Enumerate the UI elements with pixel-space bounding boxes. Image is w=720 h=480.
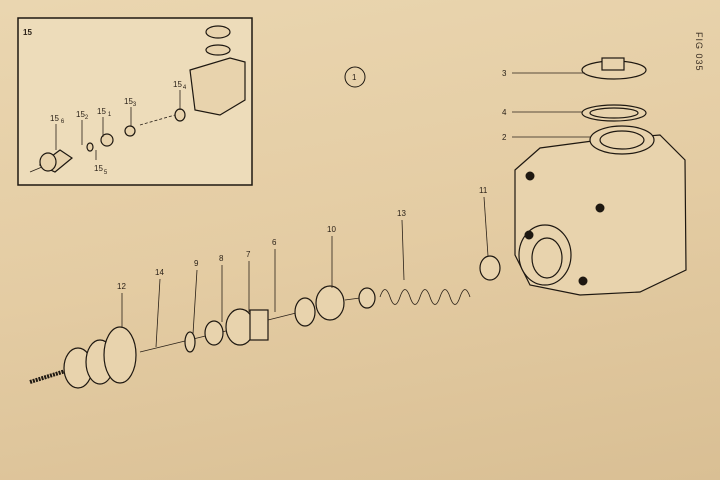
master-cylinder-body bbox=[514, 125, 687, 296]
callout-label: 2 bbox=[502, 133, 507, 142]
filler-cap bbox=[581, 57, 647, 80]
inset-label: 153 bbox=[124, 97, 137, 108]
callout-label: 6 bbox=[272, 238, 277, 247]
view-number: 1 bbox=[352, 73, 357, 82]
callout-label: 14 bbox=[155, 268, 164, 277]
figure-title: FIG 035 bbox=[694, 32, 704, 72]
callouts: 3 4 2 11 13 10 6 7 8 9 14 12 bbox=[117, 69, 590, 348]
view-number-badge: 1 bbox=[344, 66, 366, 88]
gasket bbox=[581, 104, 647, 122]
spring bbox=[379, 289, 471, 305]
callout-label: 9 bbox=[194, 259, 199, 268]
inset-drawing bbox=[29, 25, 246, 173]
callout-label: 8 bbox=[219, 254, 224, 263]
inset-label: 154 bbox=[173, 80, 187, 91]
callout-label: 3 bbox=[502, 69, 507, 78]
inset-title: 15 bbox=[23, 28, 32, 37]
callout-label: 4 bbox=[502, 108, 507, 117]
callout-label: 11 bbox=[479, 186, 488, 195]
inset-label: 152 bbox=[76, 110, 89, 121]
callout-label: 13 bbox=[397, 209, 406, 218]
inset-label: 155 bbox=[94, 164, 108, 176]
callout-label: 10 bbox=[327, 225, 336, 234]
piston-assembly bbox=[29, 255, 501, 389]
callout-label: 7 bbox=[246, 250, 251, 259]
callout-label: 12 bbox=[117, 282, 126, 291]
